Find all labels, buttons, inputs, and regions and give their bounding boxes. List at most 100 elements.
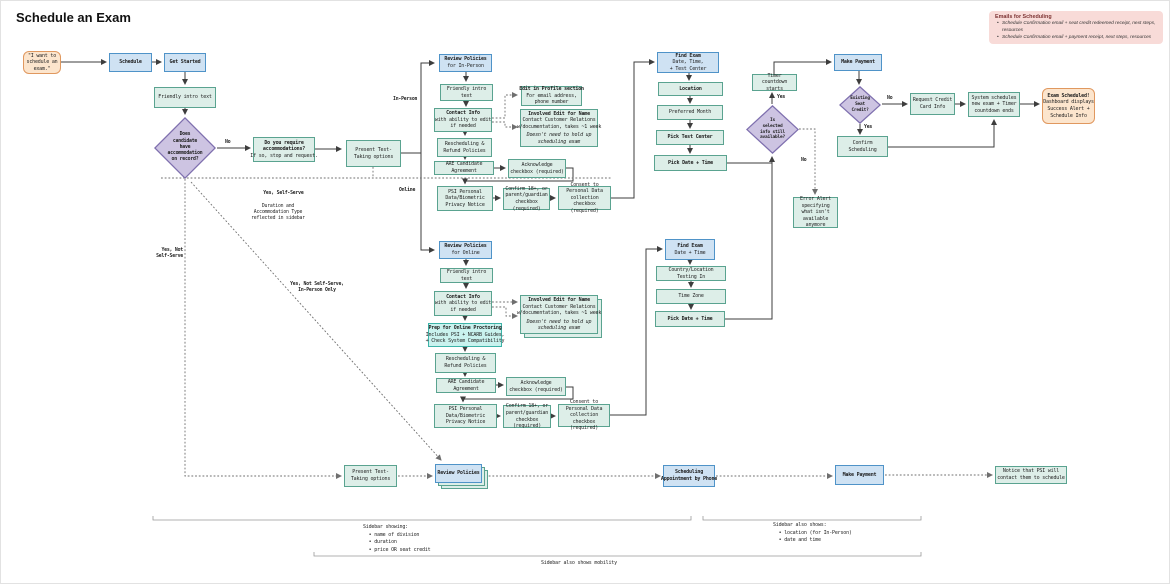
label: Dashboard displays Success Alert + Sched… [1043, 99, 1094, 119]
edge-label-no: No [225, 140, 231, 145]
label: with ability to edit if needed [434, 300, 492, 313]
node-find-exam-2: Find Exam Date + Time [665, 239, 715, 260]
node-prep-online: Prep for Online Proctoring Includes PSI … [425, 323, 505, 347]
node-ack-2: Acknowledge checkbox (required) [506, 377, 566, 396]
node-confirm18-2: Confirm 18+, or parent/guardian checkbox… [503, 403, 551, 429]
label: Pick Date + Time [668, 159, 713, 166]
label: Contact Customer Relations w/documentati… [516, 303, 602, 317]
label: Scheduling Appointment by Phone [660, 469, 718, 482]
label: Schedule [119, 59, 142, 66]
node-friendly-intro-3: Friendly intro text [440, 268, 493, 283]
node-present-options-1: Present Test-Taking options [346, 140, 401, 167]
emails-note-bullet: Schedule Confirmation email + payment re… [995, 34, 1157, 41]
label: Review Policies [444, 56, 487, 63]
node-accommodation-diamond: Does candidate have accommodation on rec… [154, 117, 216, 179]
label: Prep for Online Proctoring [428, 325, 502, 332]
label: Includes PSI + NCARB Guides, + Check Sys… [425, 331, 505, 345]
edge-label-in-person: In-Person [393, 97, 418, 102]
label: If so, stop and request. [250, 152, 318, 159]
annotation-sidebar-showing: Sidebar showing: • name of division • du… [363, 524, 431, 553]
label: Doesn't need to hold up scheduling exam [526, 318, 592, 332]
node-resched-2: Rescheduling & Refund Policies [435, 353, 496, 373]
emails-note-bullet: Schedule Confirmation email + seat credi… [995, 20, 1157, 34]
node-info-available-diamond: Is selected info still available? [746, 105, 799, 154]
page-title: Schedule an Exam [16, 10, 131, 25]
label: Review Policies [437, 470, 480, 477]
node-review-online: Review Policies for Online [439, 241, 492, 259]
label: Get Started [169, 59, 201, 66]
annotation-sidebar-mobility: Sidebar also shows mobility [541, 560, 617, 566]
emails-note: Emails for Scheduling Schedule Confirmat… [989, 11, 1163, 44]
node-location: Location [658, 82, 723, 96]
node-friendly-intro-1: Friendly intro text [154, 87, 216, 108]
node-review-policies-stack: Review Policies [435, 464, 482, 483]
label: Involved Edit for Name [528, 110, 590, 117]
label: for Online [451, 250, 480, 256]
label: Is selected info still available? [759, 117, 786, 141]
label: Duration and Accommodation Type reflecte… [251, 203, 305, 222]
edge-label-yes: Yes [777, 95, 786, 100]
node-error-alert: Error Alert specifying what isn't availa… [793, 196, 838, 228]
label: with ability to edit if needed [434, 116, 492, 130]
edge-label-yes: Yes [864, 125, 873, 130]
node-involved-edit-1: Involved Edit for Name Contact Customer … [516, 109, 602, 147]
node-start: "I want to schedule an exam." [23, 51, 61, 74]
node-friendly-intro-2: Friendly intro text [440, 84, 493, 101]
label: Do you require accommodations? [262, 139, 306, 153]
edge-label-yes-not-self-serve-ip: Yes, Not Self-Serve, In-Person Only [290, 282, 344, 294]
node-get-started: Get Started [164, 53, 206, 72]
node-review-in-person: Review Policies for In-Person [439, 54, 492, 72]
label: Does candidate have accommodation on rec… [167, 132, 203, 163]
node-exam-scheduled: Exam Scheduled! Dashboard displays Succe… [1042, 88, 1095, 124]
node-contact-info-1: Contact Info with ability to edit if nee… [434, 108, 492, 132]
node-resched-1: Rescheduling & Refund Policies [437, 138, 492, 157]
label: Edit in Profile section [519, 86, 584, 93]
emails-note-title: Emails for Scheduling [995, 14, 1052, 20]
label: Yes, Self-Serve [263, 191, 304, 197]
label: Existing Seat Credit? [850, 96, 870, 113]
node-psi-2: PSI Personal Data/Biometric Privacy Noti… [434, 404, 497, 428]
label: Make Payment [841, 59, 875, 66]
node-confirm-scheduling: Confirm Scheduling [837, 136, 888, 157]
node-make-payment-2: Make Payment [835, 465, 884, 485]
label: Involved Edit for Name [528, 297, 590, 304]
node-ack-1: Acknowledge checkbox (required) [508, 159, 566, 178]
node-make-payment-1: Make Payment [834, 54, 882, 71]
node-consent-1: Consent to Personal Data collection chec… [558, 182, 611, 214]
node-request-credit: Request Credit Card Info [910, 93, 955, 115]
node-consent-2: Consent to Personal Data collection chec… [558, 399, 610, 431]
label: Date, Time, + Test Center [669, 59, 707, 72]
node-schedule: Schedule [109, 53, 152, 72]
label: Find Exam [677, 242, 703, 249]
node-psi-contact-notice: Notice that PSI will contact them to sch… [995, 466, 1067, 484]
node-psi-1: PSI Personal Data/Biometric Privacy Noti… [437, 186, 493, 211]
edge-label-yes-self-serve: Yes, Self-Serve Duration and Accommodati… [247, 185, 309, 235]
node-pick-date-time-2: Pick Date + Time [655, 311, 725, 327]
node-contact-info-2: Contact Info with ability to edit if nee… [434, 291, 492, 316]
label: Find Exam [675, 52, 701, 59]
node-are-agreement-2: ARE Candidate Agreement [436, 378, 496, 393]
label: Date + Time [674, 249, 706, 256]
node-present-options-2: Present Test-Taking options [344, 465, 397, 487]
label: Contact Customer Relations w/documentati… [516, 117, 602, 130]
label: Pick Test Center [667, 134, 713, 141]
label: Location [679, 85, 702, 92]
node-time-zone: Time Zone [656, 289, 726, 304]
node-are-agreement-1: ARE Candidate Agreement [434, 161, 494, 175]
node-preferred-month: Preferred Month [657, 105, 723, 120]
label: Exam Scheduled! [1047, 92, 1090, 99]
node-system-schedules: System schedules new exam + Timer countd… [968, 92, 1020, 117]
node-timer-start: Timer countdown starts [752, 73, 797, 92]
edge-label-no: No [887, 96, 893, 101]
node-edit-profile: Edit in Profile section For email addres… [519, 86, 584, 106]
label: Contact Info [446, 110, 480, 117]
node-find-exam-1: Find Exam Date, Time, + Test Center [657, 52, 719, 73]
label: Review Policies [444, 243, 487, 250]
node-pick-test-center: Pick Test Center [656, 130, 724, 145]
node-require-accommodations: Do you require accommodations? If so, st… [250, 137, 318, 162]
edge-label-yes-not-self-serve: Yes, Not Self-Serve [156, 248, 183, 260]
annotation-sidebar-also: Sidebar also shows: • location (for In-P… [773, 522, 852, 543]
node-confirm18-1: Confirm 18+, or parent/guardian checkbox… [503, 186, 550, 212]
